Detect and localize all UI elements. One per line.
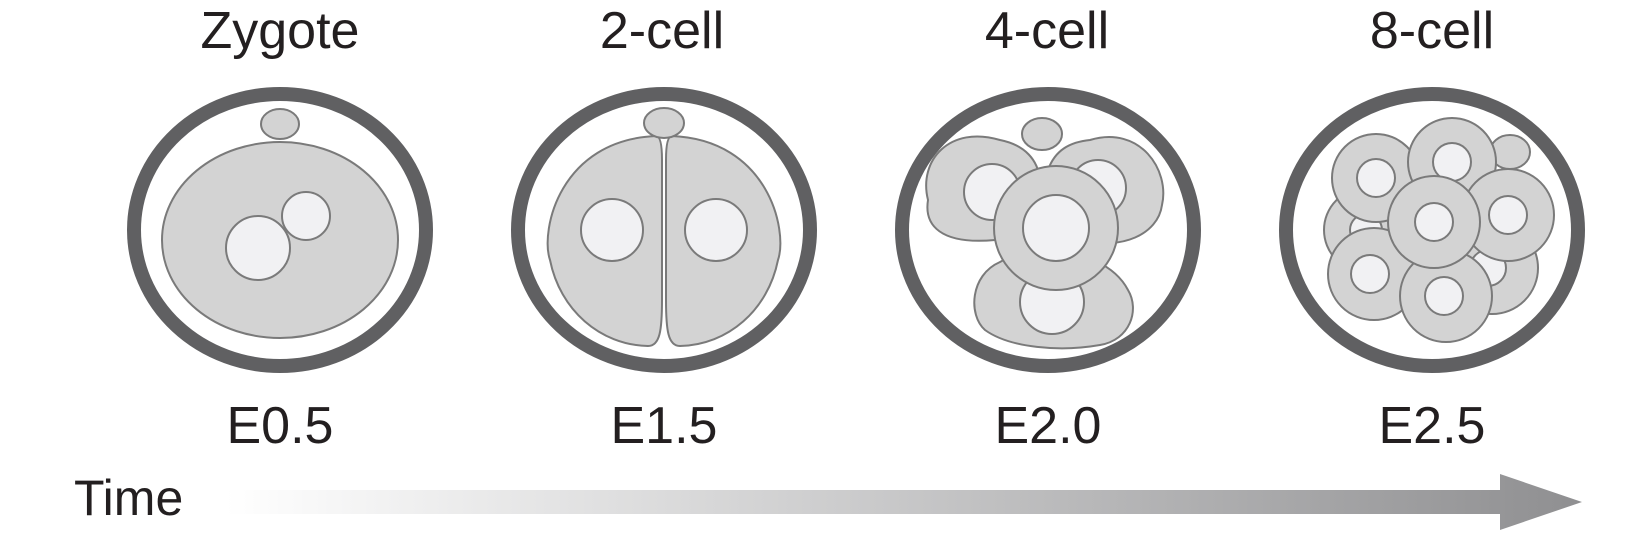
nucleus-8 xyxy=(1414,202,1454,242)
time-label-e1-5: E1.5 xyxy=(611,397,718,455)
stage-title-2-cell: 2-cell xyxy=(600,2,724,60)
time-label-e0-5: E0.5 xyxy=(227,397,334,455)
stage-title-zygote: Zygote xyxy=(201,2,360,60)
zygote-embryo xyxy=(127,87,433,373)
time-arrow xyxy=(225,474,1582,530)
stage-title-8-cell: 8-cell xyxy=(1370,2,1494,60)
nucleus-6 xyxy=(1350,254,1390,294)
polar-body xyxy=(643,107,685,139)
stage-title-4-cell: 4-cell xyxy=(985,2,1109,60)
pronucleus-large xyxy=(225,215,291,281)
nucleus-7 xyxy=(1424,276,1464,316)
nucleus-left xyxy=(580,198,644,262)
time-axis-label: Time xyxy=(74,470,183,526)
polar-body xyxy=(1021,117,1063,151)
time-label-e2-0: E2.0 xyxy=(995,397,1102,455)
nucleus-5 xyxy=(1488,195,1528,235)
nucleus-2 xyxy=(1356,158,1396,198)
two-cell-embryo xyxy=(511,87,817,373)
pronucleus-small xyxy=(281,191,331,241)
nucleus-right xyxy=(684,198,748,262)
eight-cell-embryo xyxy=(1279,87,1585,373)
nucleus-front xyxy=(1022,194,1090,262)
polar-body xyxy=(260,108,300,140)
time-label-e2-5: E2.5 xyxy=(1379,397,1486,455)
four-cell-embryo xyxy=(895,87,1201,373)
